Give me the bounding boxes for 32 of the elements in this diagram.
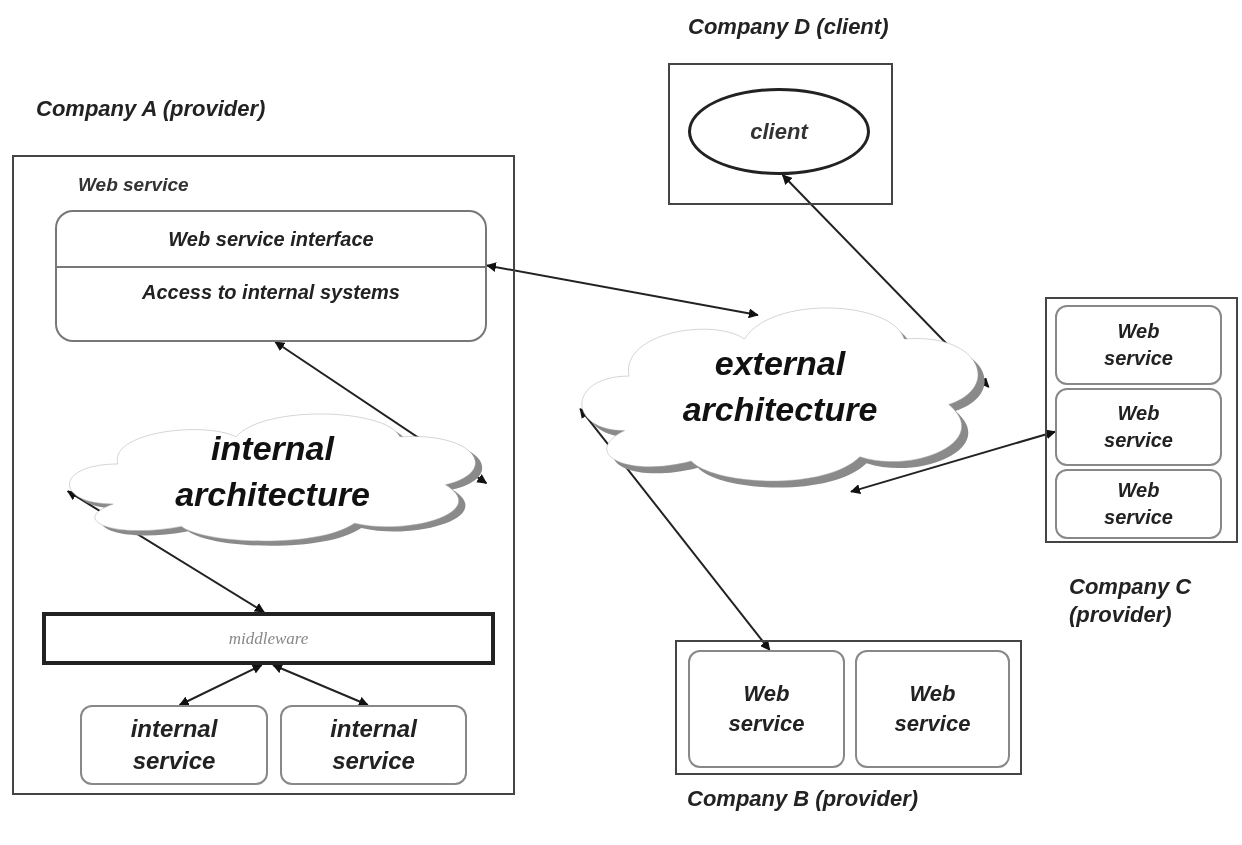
frame-heading: Company A (provider)	[36, 96, 266, 121]
node-label: internal service	[330, 714, 417, 774]
node-label: client	[750, 118, 808, 146]
interface-box	[55, 210, 487, 342]
section-label: Web service	[78, 174, 189, 195]
connector-arrow	[486, 262, 759, 319]
service-box	[1055, 469, 1222, 539]
node-label: external architecture	[682, 344, 878, 428]
middleware-bar	[42, 612, 495, 665]
node-label: Access to internal systems	[142, 280, 400, 305]
node-label: Web service	[1104, 479, 1173, 528]
service-box	[280, 705, 467, 785]
node-label: Web service	[1104, 320, 1173, 369]
service-box	[1055, 388, 1222, 466]
node-label: Web service interface	[168, 227, 374, 252]
node-label: middleware	[228, 627, 309, 650]
connector-arrow	[178, 664, 263, 706]
connector-arrow	[579, 407, 771, 651]
node-label: Web service	[894, 681, 971, 736]
service-box	[1055, 305, 1222, 385]
service-box	[80, 705, 268, 785]
frame-heading: Company D (client)	[688, 14, 889, 39]
connector-arrow	[850, 429, 1056, 494]
service-box	[855, 650, 1010, 768]
frame-heading: Company B (provider)	[687, 786, 919, 811]
node-label: internal service	[130, 714, 218, 774]
service-box	[688, 650, 845, 768]
node-label: Web service	[728, 681, 805, 736]
node-label: Web service	[1104, 402, 1173, 451]
node-label: internal architecture	[175, 429, 370, 513]
connector-arrow	[272, 663, 369, 707]
frame-heading: Company C (provider)	[1069, 574, 1192, 627]
